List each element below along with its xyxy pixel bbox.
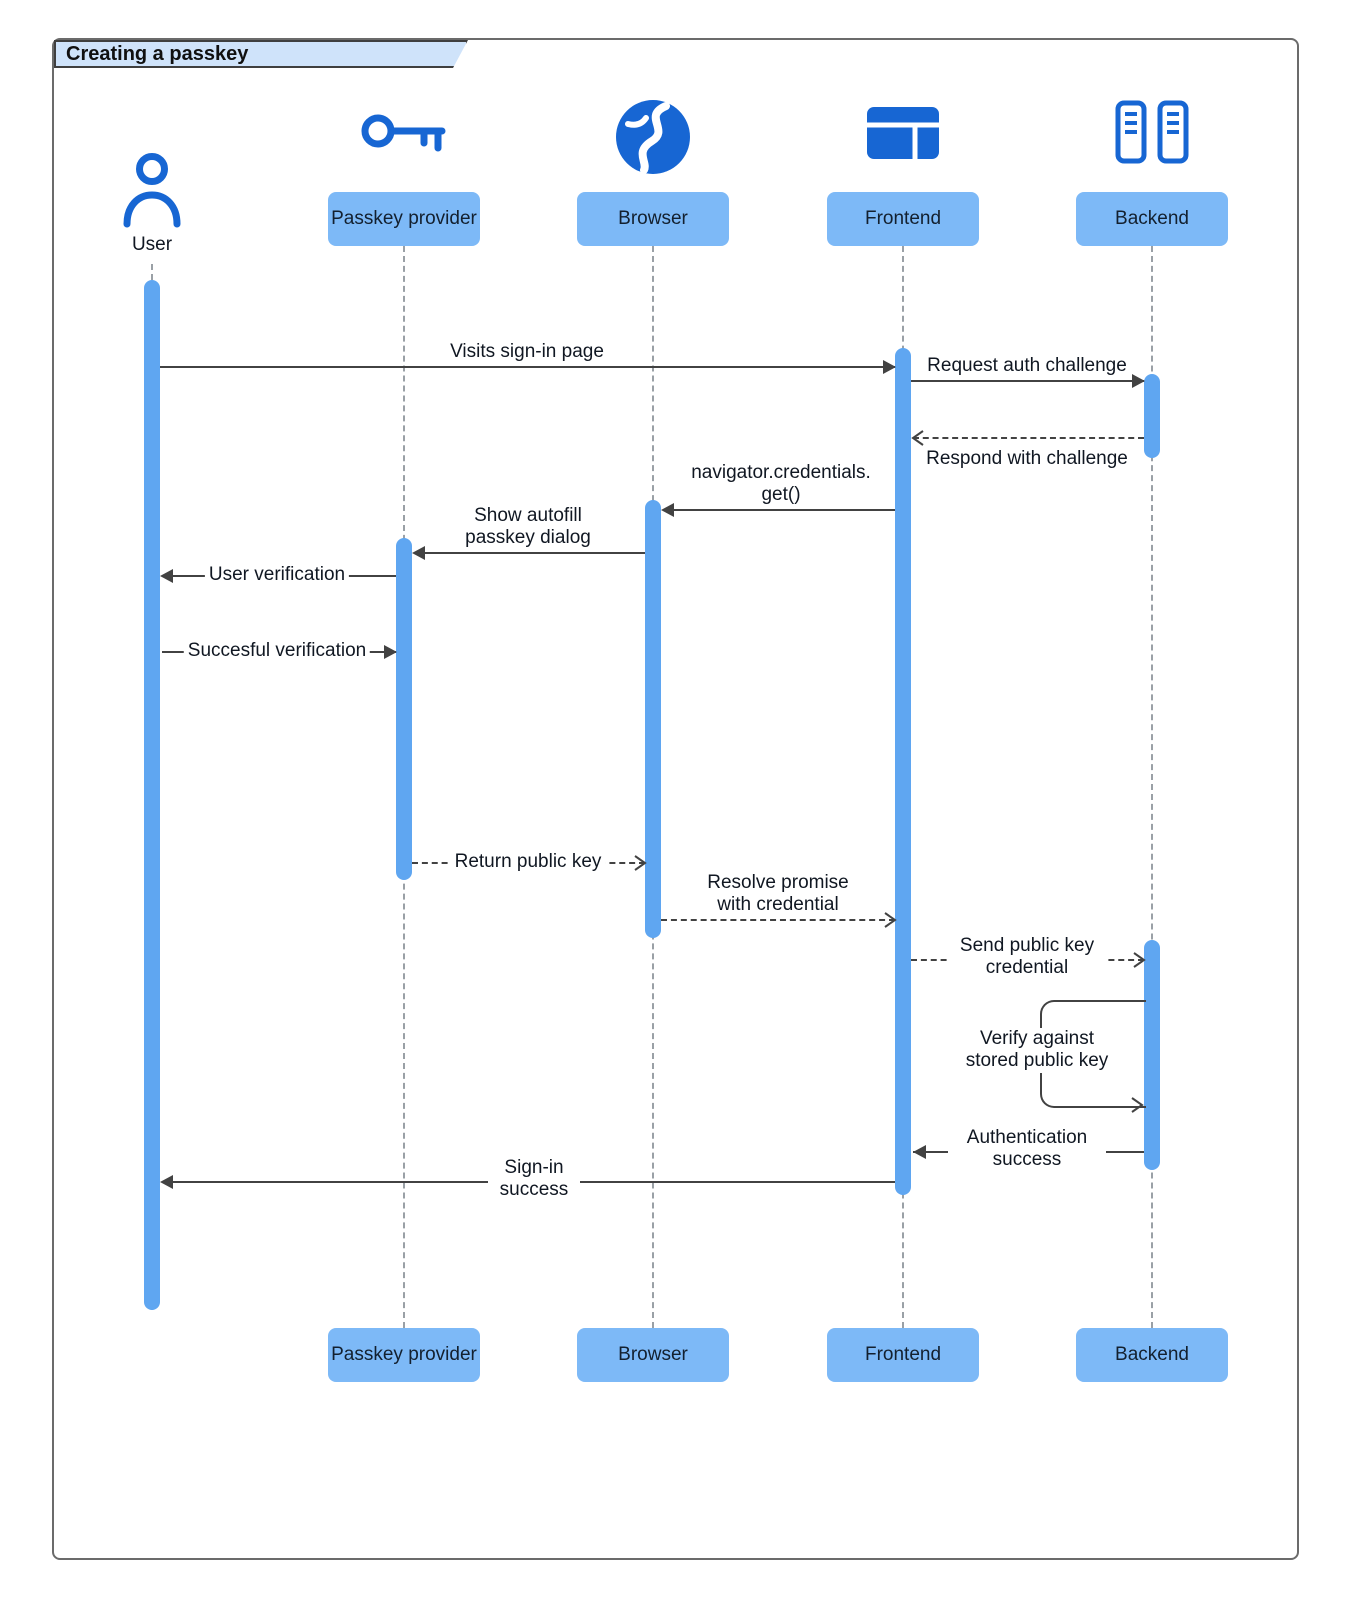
message-label-successful-verification: Succesful verification xyxy=(183,640,371,663)
arrowhead-verify-stored-key xyxy=(1131,1097,1144,1113)
arrowhead-request-auth-challenge xyxy=(1132,374,1145,388)
activation-bar-frontend xyxy=(895,348,911,1195)
participant-box-frontend-bottom: Frontend xyxy=(827,1328,979,1382)
message-label-send-public-key: Send public key credential xyxy=(947,935,1107,980)
server-icon xyxy=(1115,100,1189,164)
arrowhead-resolve-promise xyxy=(884,912,897,928)
activation-bar-browser xyxy=(645,500,661,938)
activation-bar-passkey-provider xyxy=(396,538,412,880)
participant-box-backend-top: Backend xyxy=(1076,192,1228,246)
message-label-show-autofill: Show autofill passkey dialog xyxy=(453,505,603,550)
key-icon xyxy=(361,114,446,152)
message-label-verify-stored-key: Verify against stored public key xyxy=(947,1028,1127,1073)
message-label-navigator-credentials-get: navigator.credentials. get() xyxy=(687,462,875,507)
diagram-title-tab: Creating a passkey xyxy=(54,40,468,68)
user-icon xyxy=(123,153,181,228)
arrowhead-show-autofill xyxy=(412,546,425,560)
participant-box-browser-top: Browser xyxy=(577,192,729,246)
message-label-request-auth-challenge: Request auth challenge xyxy=(923,355,1131,378)
participant-label-user: User xyxy=(131,234,173,255)
globe-icon xyxy=(616,100,690,174)
arrowhead-respond-with-challenge xyxy=(911,430,924,446)
diagram-frame xyxy=(52,38,1299,1560)
message-label-resolve-promise: Resolve promise with credential xyxy=(694,872,862,917)
message-label-respond-with-challenge: Respond with challenge xyxy=(922,448,1132,471)
message-line-request-auth-challenge xyxy=(911,380,1144,382)
lifeline-backend xyxy=(1151,246,1153,1328)
arrowhead-sign-in-success xyxy=(160,1175,173,1189)
message-line-visits-sign-in xyxy=(160,366,895,368)
message-label-line2: get() xyxy=(761,484,801,506)
message-label-line1: navigator.credentials. xyxy=(691,462,871,483)
message-label-return-public-key: Return public key xyxy=(450,851,606,874)
message-label-sign-in-success: Sign-in success xyxy=(488,1157,580,1202)
arrowhead-auth-success xyxy=(913,1145,926,1159)
arrowhead-send-public-key xyxy=(1133,952,1146,968)
participant-box-passkey-provider-bottom: Passkey provider xyxy=(328,1328,480,1382)
arrowhead-visits-sign-in xyxy=(883,360,896,374)
participant-box-frontend-top: Frontend xyxy=(827,192,979,246)
arrowhead-navigator-credentials-get xyxy=(661,503,674,517)
participant-box-browser-bottom: Browser xyxy=(577,1328,729,1382)
arrowhead-successful-verification xyxy=(384,645,397,659)
activation-bar-user xyxy=(144,280,160,1310)
message-label-auth-success: Authentication success xyxy=(948,1127,1106,1172)
message-line-respond-with-challenge xyxy=(913,437,1144,439)
message-line-resolve-promise xyxy=(661,919,895,921)
activation-bar-backend-2 xyxy=(1144,940,1160,1170)
message-line-show-autofill xyxy=(414,552,645,554)
arrowhead-user-verification xyxy=(160,569,173,583)
participant-box-backend-bottom: Backend xyxy=(1076,1328,1228,1382)
message-label-visits-sign-in: Visits sign-in page xyxy=(446,341,608,364)
message-label-user-verification: User verification xyxy=(204,564,350,587)
activation-bar-backend-1 xyxy=(1144,374,1160,458)
arrowhead-return-public-key xyxy=(634,855,647,871)
participant-box-passkey-provider-top: Passkey provider xyxy=(328,192,480,246)
message-line-navigator-credentials-get xyxy=(663,509,895,511)
window-icon xyxy=(867,107,939,159)
